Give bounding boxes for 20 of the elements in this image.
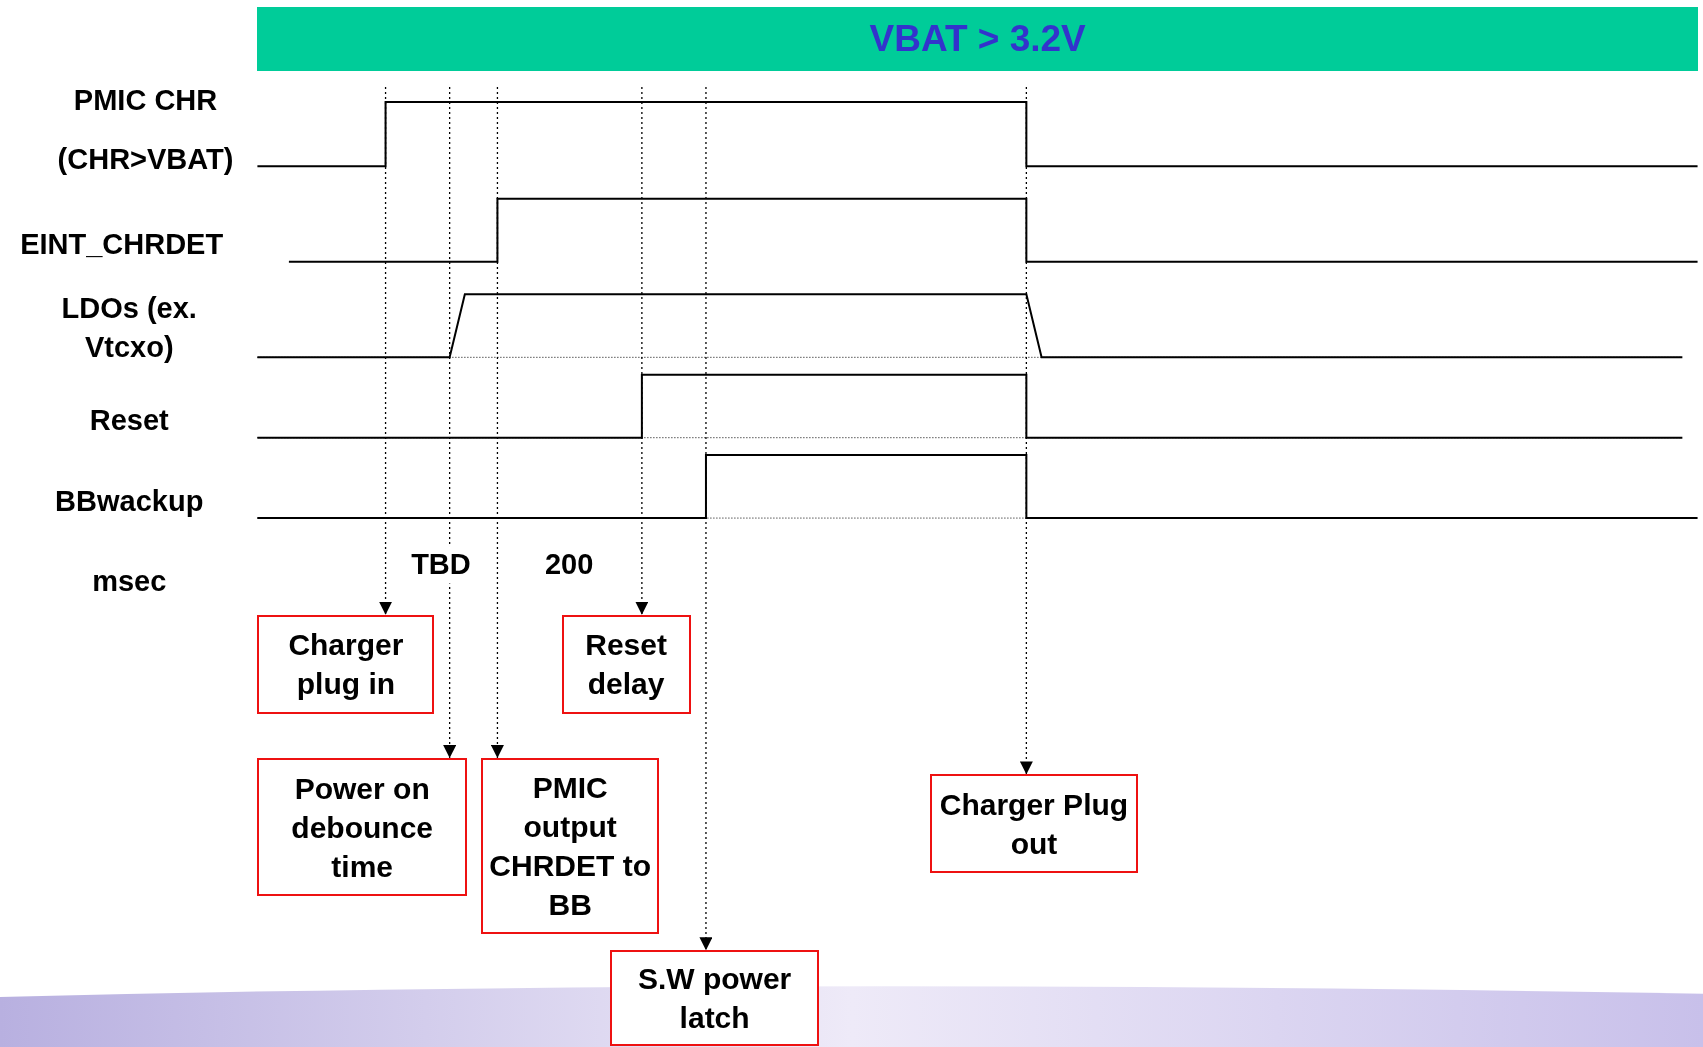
event-box [561, 614, 691, 714]
dotted-arrow [635, 86, 649, 616]
timing-value: TBD [411, 544, 471, 584]
event-label: Charger Plug out [938, 786, 1130, 862]
dotted-arrow [1019, 86, 1033, 776]
event-label: Reset delay [584, 627, 668, 703]
event-box [481, 758, 660, 935]
event-label: Charger plug in [287, 627, 405, 703]
dotted-arrow [379, 86, 393, 616]
event-box [257, 614, 435, 714]
event-label: S.W power latch [636, 961, 793, 1037]
dotted-arrow [490, 86, 504, 759]
event-box [929, 774, 1139, 874]
event-box [257, 758, 467, 896]
event-box [610, 950, 819, 1046]
dotted-arrow [443, 86, 457, 759]
dotted-arrow [699, 86, 713, 951]
title: VBAT > 3.2V [869, 17, 1086, 60]
event-label: Power on debounce time [290, 770, 435, 885]
event-label: PMIC output CHRDET to BB [488, 770, 652, 924]
